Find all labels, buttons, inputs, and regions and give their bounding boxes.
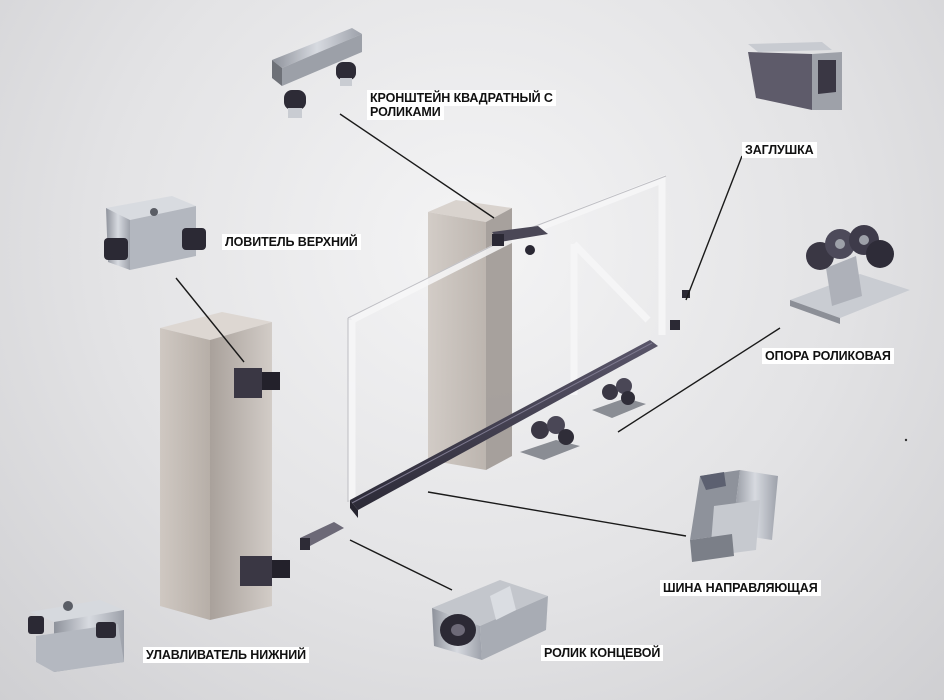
gate-frame: [348, 174, 666, 500]
end-roller-mounted: [300, 522, 344, 550]
end-cap-mounted: [682, 290, 690, 298]
front-post: [160, 312, 272, 620]
guide-rail-beam: [350, 340, 658, 518]
part-square-bracket-with-rollers: [272, 28, 362, 118]
label-end-roller: РОЛИК КОНЦЕВОЙ: [541, 645, 664, 661]
label-end-cap: ЗАГЛУШКА: [742, 142, 817, 158]
label-guide-rail: ШИНА НАПРАВЛЯЮЩАЯ: [660, 580, 821, 596]
part-guide-rail: [690, 470, 778, 562]
part-end-roller: [432, 580, 548, 660]
roller-carriage-1: [520, 416, 580, 460]
label-lower-catcher: УЛАВЛИВАТЕЛЬ НИЖНИЙ: [143, 647, 309, 663]
part-lower-catcher: [28, 600, 124, 672]
leader-lines: [175, 113, 781, 591]
upper-catcher-mounted: [234, 368, 280, 398]
roller-carriage-2: [592, 378, 646, 418]
part-roller-support: [790, 225, 910, 324]
label-square-bracket-with-rollers: КРОНШТЕЙН КВАДРАТНЫЙ С РОЛИКАМИ: [367, 90, 577, 120]
top-bracket-mounted: [492, 226, 548, 255]
part-upper-catcher: [104, 196, 206, 270]
label-roller-support: ОПОРА РОЛИКОВАЯ: [762, 348, 894, 364]
part-end-cap: [748, 42, 842, 110]
lower-catcher-mounted: [240, 556, 290, 586]
label-upper-catcher: ЛОВИТЕЛЬ ВЕРХНИЙ: [222, 234, 361, 250]
label-text: КРОНШТЕЙН КВАДРАТНЫЙ С РОЛИКАМИ: [367, 90, 556, 120]
